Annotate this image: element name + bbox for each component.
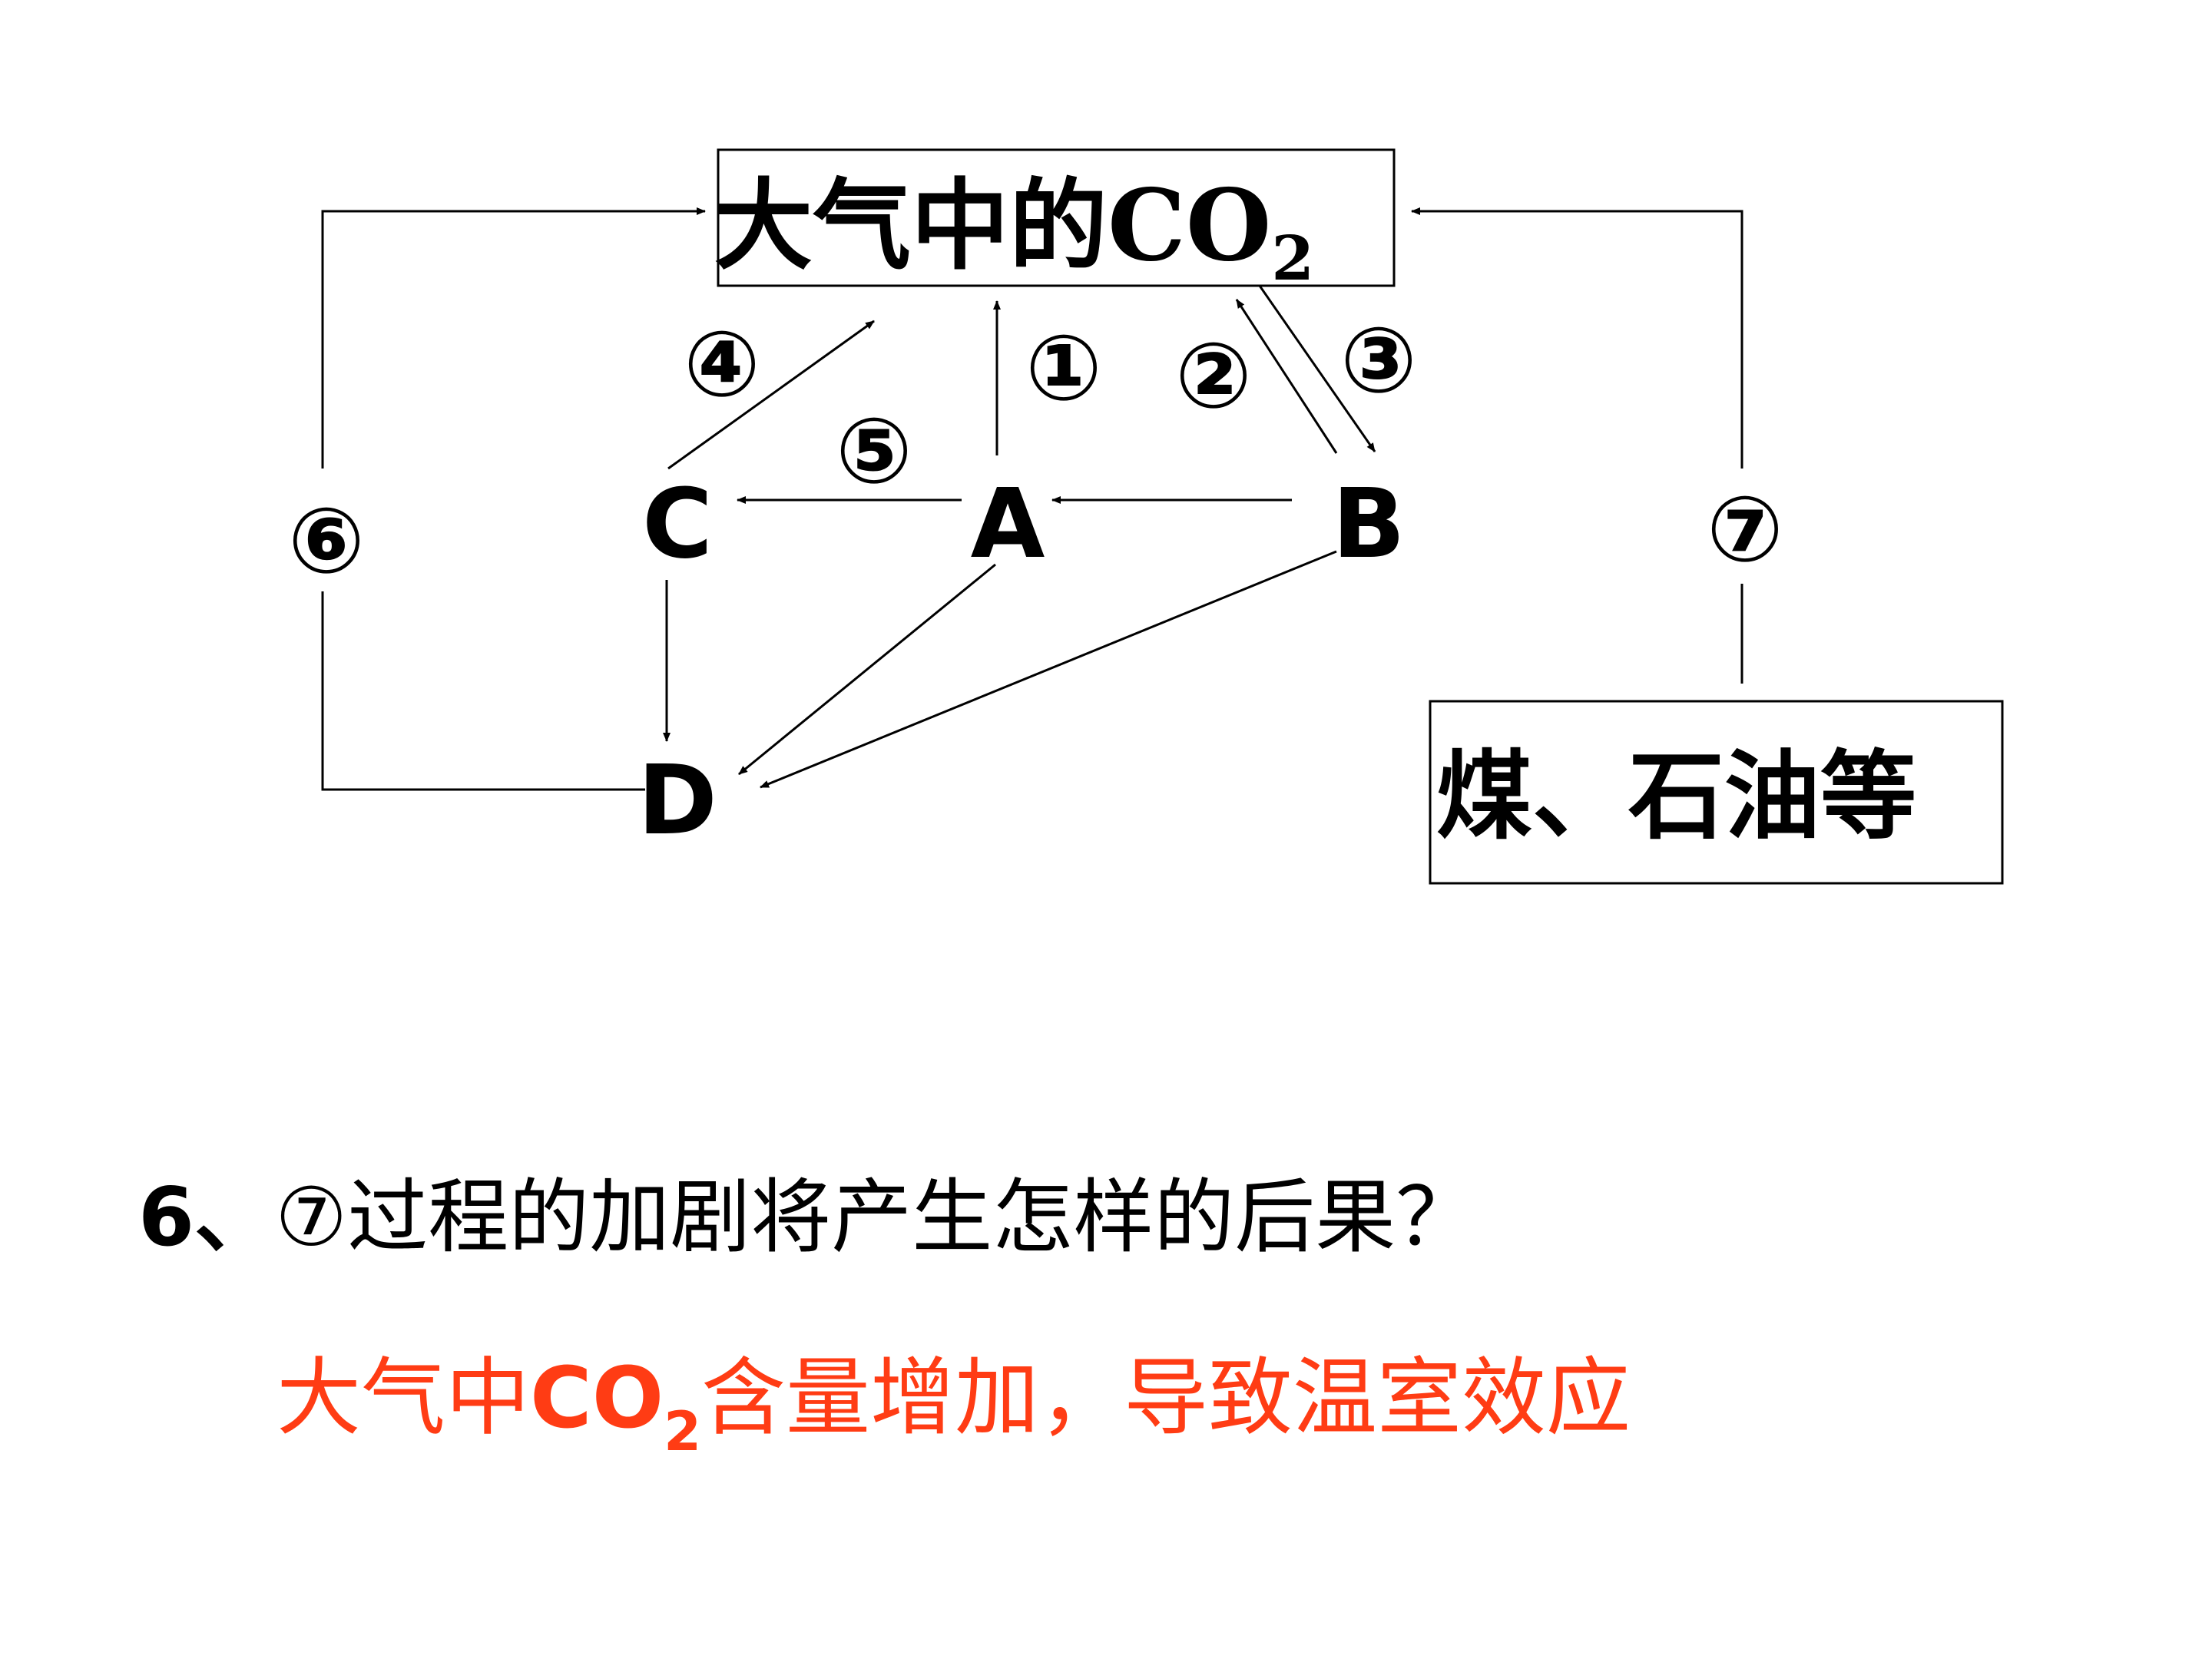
process-marker-1: ①	[1025, 315, 1102, 421]
answer-co: CO	[530, 1349, 664, 1447]
question-text: 6、⑦过程的加剧将产生怎样的后果？	[138, 1152, 1476, 1269]
process-marker-4: ④	[684, 311, 760, 417]
node-d: D	[637, 745, 717, 856]
question-body: ⑦过程的加剧将产生怎样的后果？	[275, 1171, 1477, 1264]
answer-text: 大气中CO2含量增加，导致温室效应	[276, 1329, 1631, 1463]
atmosphere-label-main: 大气中的CO	[714, 168, 1271, 283]
arrow-process-6-top	[321, 207, 706, 469]
process-marker-2: ②	[1175, 323, 1252, 429]
node-b: B	[1332, 469, 1405, 580]
process-marker-3: ③	[1340, 307, 1417, 413]
fossil-fuel-box	[1429, 700, 2004, 885]
arrow-process-6-bottom	[321, 591, 645, 791]
fossil-fuel-label: 煤、石油等	[1436, 740, 1916, 853]
answer-prefix: 大气中	[276, 1349, 530, 1447]
atmosphere-box	[717, 148, 1396, 287]
process-marker-6: ⑥	[288, 488, 365, 594]
arrow-process-2	[1235, 299, 1338, 454]
arrow-b-to-d	[760, 550, 1337, 789]
arrow-process-3	[1258, 285, 1376, 452]
question-number: 6、	[138, 1171, 276, 1264]
process-marker-7: ⑦	[1707, 476, 1783, 582]
arrow-process-4	[667, 320, 875, 470]
arrow-process-7-top	[1411, 207, 1743, 469]
process-marker-5: ⑤	[836, 398, 912, 504]
atmosphere-label-sub: 2	[1271, 222, 1314, 294]
node-c: C	[642, 469, 713, 580]
answer-suffix: 含量增加，导致温室效应	[700, 1349, 1631, 1447]
arrow-a-to-d	[738, 563, 996, 776]
atmosphere-label: 大气中的CO2	[714, 168, 1314, 294]
answer-subscript: 2	[664, 1400, 701, 1463]
node-a: A	[971, 469, 1045, 580]
